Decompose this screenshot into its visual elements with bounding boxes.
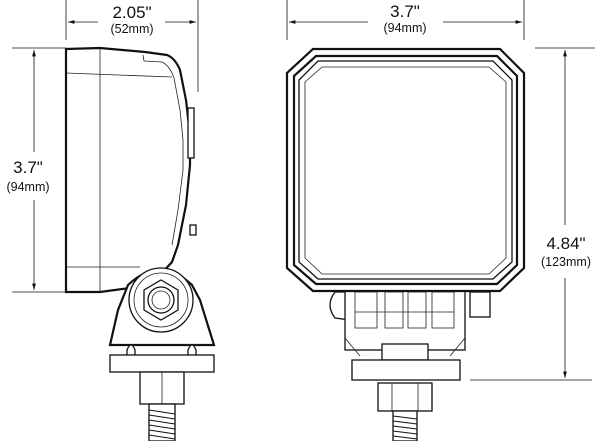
side-height-mm: (94mm)	[6, 180, 49, 194]
side-width-mm: (52mm)	[110, 22, 153, 36]
front-width-mm: (94mm)	[383, 21, 426, 35]
front-width-dimension: 3.7" (94mm)	[286, 0, 525, 40]
side-mount-bracket	[108, 267, 216, 441]
lens	[298, 60, 513, 280]
side-view: 2.05" (52mm) 3.7" (94mm)	[6, 0, 216, 441]
front-width-inches: 3.7"	[390, 2, 420, 21]
front-mount-bracket	[329, 289, 491, 441]
front-housing	[285, 47, 526, 293]
front-height-mm: (123mm)	[541, 255, 591, 269]
side-housing	[64, 46, 197, 294]
side-height-dimension: 3.7" (94mm)	[6, 47, 66, 293]
side-width-dimension: 2.05" (52mm)	[65, 0, 199, 92]
side-width-inches: 2.05"	[112, 3, 151, 22]
front-view: 3.7" (94mm) 4.84" (123mm)	[285, 0, 595, 441]
front-height-inches: 4.84"	[546, 234, 585, 253]
side-height-inches: 3.7"	[13, 158, 43, 177]
front-height-dimension: 4.84" (123mm)	[470, 47, 595, 381]
